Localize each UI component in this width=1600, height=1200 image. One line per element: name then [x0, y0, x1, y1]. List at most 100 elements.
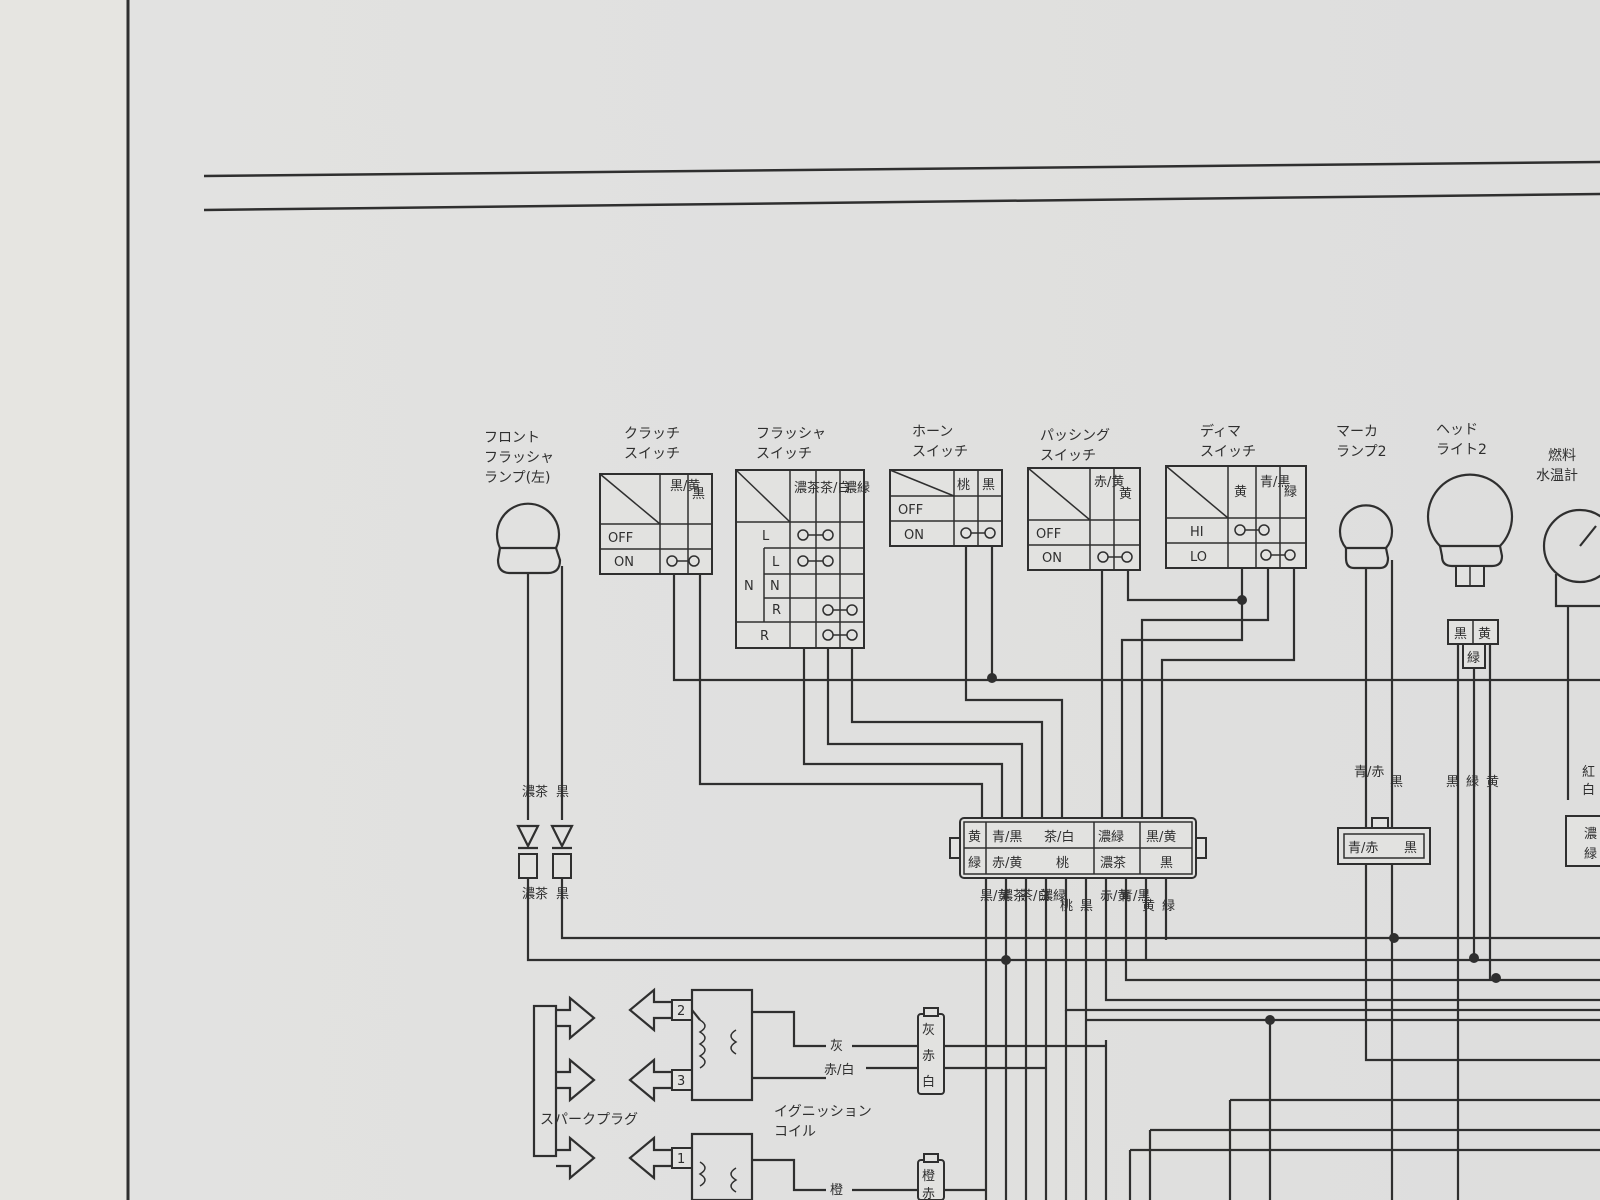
wire-label: 赤/白 — [824, 1062, 854, 1078]
svg-text:クラッチ: クラッチ — [624, 426, 680, 442]
svg-text:スイッチ: スイッチ — [756, 446, 812, 462]
connector-icon — [516, 824, 574, 879]
svg-text:桃: 桃 — [957, 478, 970, 493]
svg-text:L: L — [762, 529, 770, 544]
svg-text:N: N — [770, 579, 780, 594]
svg-text:黒: 黒 — [692, 487, 705, 502]
svg-text:ランプ(左): ランプ(左) — [484, 470, 551, 486]
svg-text:コイル: コイル — [774, 1124, 816, 1140]
svg-text:赤/黄: 赤/黄 — [1100, 889, 1130, 904]
svg-text:黒/黄: 黒/黄 — [670, 479, 700, 494]
svg-text:橙: 橙 — [922, 1169, 935, 1184]
svg-text:緑: 緑 — [1584, 847, 1597, 862]
svg-text:白: 白 — [1582, 782, 1595, 798]
svg-text:OFF: OFF — [608, 531, 633, 546]
svg-text:濃緑: 濃緑 — [844, 481, 870, 496]
svg-text:フラッシャ: フラッシャ — [484, 450, 554, 466]
svg-text:スイッチ: スイッチ — [1200, 444, 1256, 460]
svg-text:フロント: フロント — [484, 430, 540, 446]
wire-bundle — [984, 878, 1600, 1200]
main-connector: 黄 青/黒 茶/白 濃緑 黒/黄 緑 赤/黄 桃 濃茶 黒 — [949, 817, 1207, 879]
svg-text:ディマ: ディマ — [1200, 423, 1241, 440]
svg-text:赤/黄: 赤/黄 — [1094, 475, 1124, 490]
svg-text:茶/白: 茶/白 — [820, 480, 850, 496]
svg-text:水温計: 水温計 — [1536, 468, 1578, 484]
wire-label: 緑 — [1466, 775, 1479, 790]
headlight-icon — [1426, 473, 1514, 587]
svg-text:スイッチ: スイッチ — [1040, 448, 1096, 464]
svg-text:OFF: OFF — [1036, 527, 1061, 542]
spark-plug-group: スパークプラグ — [532, 987, 674, 1181]
svg-text:濃緑: 濃緑 — [1098, 830, 1124, 845]
svg-text:白: 白 — [922, 1074, 935, 1090]
svg-text:黒: 黒 — [1160, 856, 1173, 871]
svg-text:スイッチ: スイッチ — [912, 444, 968, 460]
svg-text:緑: 緑 — [1162, 899, 1175, 914]
svg-text:茶/白: 茶/白 — [1044, 829, 1074, 845]
svg-text:N: N — [744, 579, 754, 594]
wire-label: 黒 — [556, 785, 569, 800]
svg-text:黄: 黄 — [1478, 627, 1491, 642]
fuel-gauge-label: 燃料 水温計 — [1536, 447, 1578, 484]
svg-text:黒: 黒 — [982, 478, 995, 493]
bulb-icon — [1338, 504, 1394, 570]
svg-text:赤: 赤 — [922, 1187, 935, 1200]
svg-text:黄: 黄 — [1119, 487, 1132, 502]
horn-switch-table: 桃 黒 OFF ON — [889, 469, 1003, 547]
wire-label: 黒 — [1446, 775, 1459, 790]
flasher-switch-label: フラッシャ スイッチ — [756, 426, 826, 462]
headlight-connector: 黒 黄 緑 — [1447, 619, 1499, 669]
bulb-icon — [495, 502, 562, 575]
wire-label: 濃茶 — [522, 886, 548, 902]
svg-text:ON: ON — [904, 528, 924, 543]
horn-switch-label: ホーン スイッチ — [912, 424, 968, 460]
passing-switch-table: 赤/黄 黄 OFF ON — [1027, 467, 1141, 571]
svg-text:桃: 桃 — [1056, 856, 1069, 871]
svg-text:赤: 赤 — [922, 1049, 935, 1064]
wire-label: 黒 — [1390, 775, 1403, 790]
svg-text:マーカ: マーカ — [1336, 424, 1378, 440]
svg-text:緑: 緑 — [1284, 485, 1297, 500]
svg-text:青/赤: 青/赤 — [1348, 841, 1378, 856]
svg-text:L: L — [772, 555, 780, 570]
junction-dot — [1469, 953, 1479, 963]
svg-text:3: 3 — [677, 1074, 685, 1089]
svg-text:黄: 黄 — [1234, 485, 1247, 500]
svg-text:青/黒: 青/黒 — [1260, 475, 1290, 490]
svg-text:灰: 灰 — [922, 1023, 935, 1038]
svg-text:赤/黄: 赤/黄 — [992, 856, 1022, 871]
svg-text:黒: 黒 — [1404, 841, 1417, 856]
svg-text:1: 1 — [677, 1152, 685, 1167]
svg-text:濃: 濃 — [1584, 827, 1597, 842]
header-rule-top — [203, 160, 1600, 178]
wire-label: 青/赤 — [1354, 765, 1384, 780]
svg-text:スイッチ: スイッチ — [624, 446, 680, 462]
wire-label: 灰 — [830, 1039, 843, 1054]
svg-text:HI: HI — [1190, 525, 1204, 540]
svg-text:黄: 黄 — [1142, 899, 1155, 914]
marker-connector: 青/赤 黒 — [1337, 817, 1431, 865]
coil-connector: 灰 赤 白 橙 赤 — [917, 1007, 945, 1200]
wire-label: 濃茶 — [522, 784, 548, 800]
svg-text:濃茶: 濃茶 — [1100, 855, 1126, 871]
svg-text:紅: 紅 — [1582, 765, 1595, 780]
junction-dot — [1265, 1015, 1275, 1025]
svg-text:OFF: OFF — [898, 503, 923, 518]
svg-text:ライト2: ライト2 — [1436, 442, 1487, 458]
svg-text:フラッシャ: フラッシャ — [756, 426, 826, 442]
svg-text:茶/白: 茶/白 — [1020, 888, 1050, 904]
passing-switch-label: パッシング スイッチ — [1040, 428, 1110, 464]
gauge-icon: 紅 白 濃 緑 — [1542, 508, 1600, 867]
svg-text:黒/黄: 黒/黄 — [980, 889, 1010, 904]
junction-dot — [987, 673, 997, 683]
svg-text:R: R — [760, 629, 769, 644]
junction-dot — [1237, 595, 1247, 605]
flasher-switch-table: 濃茶 茶/白 濃緑 L L N N R R — [735, 469, 870, 649]
svg-text:緑: 緑 — [968, 856, 981, 871]
svg-text:ON: ON — [1042, 551, 1062, 566]
headlight-label: ヘッド ライト2 — [1436, 422, 1487, 458]
header-rule-bottom — [203, 192, 1600, 212]
junction-dot — [1389, 933, 1399, 943]
